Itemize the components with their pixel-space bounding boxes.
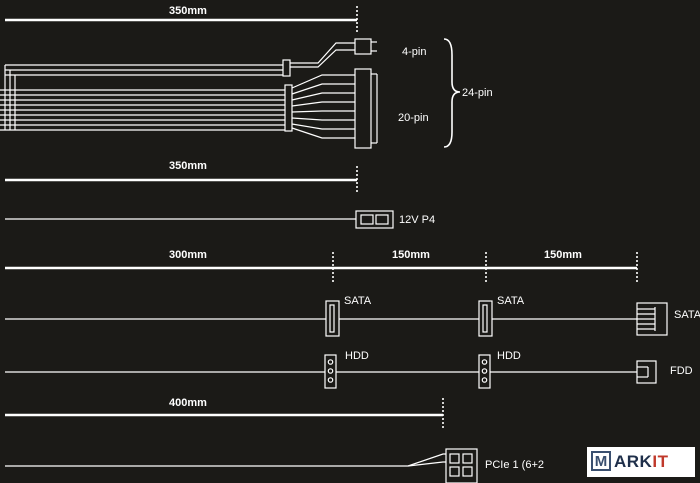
atx-4pin-fanout (290, 42, 355, 68)
sata-connector-2 (478, 300, 493, 337)
atx-group-brace (443, 38, 461, 148)
hdd-connector-1 (324, 354, 337, 389)
atx-20pin-latch (371, 73, 378, 144)
atx-20pin-sleeve (284, 84, 293, 132)
sata-connector-3 (636, 302, 668, 336)
watermark-logo: M ARKIT (587, 447, 695, 477)
sata-connector-1-label: SATA (344, 295, 372, 307)
atx-length-label: 350mm (169, 5, 207, 17)
atx-4pin-connector (354, 38, 372, 55)
atx-wire-bundle (0, 64, 285, 131)
sata-segment-3-label: 150mm (544, 249, 582, 261)
atx-20pin-connector (354, 68, 372, 149)
sata-connector-3-label: SATA (674, 309, 700, 321)
hdd-connector-2-label: HDD (497, 350, 521, 362)
sata-connector-1 (325, 300, 340, 337)
atx-4pin-label: 4-pin (402, 46, 426, 58)
fdd-connector-label: FDD (670, 365, 693, 377)
fdd-connector (636, 360, 657, 384)
atx-24pin-label: 24-pin (462, 87, 493, 99)
cpu-length-label: 350mm (169, 160, 207, 172)
atx-20pin-fanout (291, 74, 355, 139)
watermark-initial: M (591, 451, 611, 471)
watermark-accent: IT (652, 452, 669, 471)
pcie-wire (5, 453, 446, 467)
sata-connector-2-label: SATA (497, 295, 525, 307)
hdd-connector-1-label: HDD (345, 350, 369, 362)
cpu-connector-label: 12V P4 (399, 214, 435, 226)
atx-20pin-label: 20-pin (398, 112, 429, 124)
hdd-connector-2 (478, 354, 491, 389)
atx-4pin-sleeve (282, 59, 291, 77)
watermark-word: ARK (614, 452, 653, 471)
pcie-length-label: 400mm (169, 397, 207, 409)
watermark-text: ARKIT (614, 452, 668, 472)
pcie-connector-label: PCIe 1 (6+2 (485, 459, 544, 471)
sata-segment-2-label: 150mm (392, 249, 430, 261)
sata-segment-1-label: 300mm (169, 249, 207, 261)
